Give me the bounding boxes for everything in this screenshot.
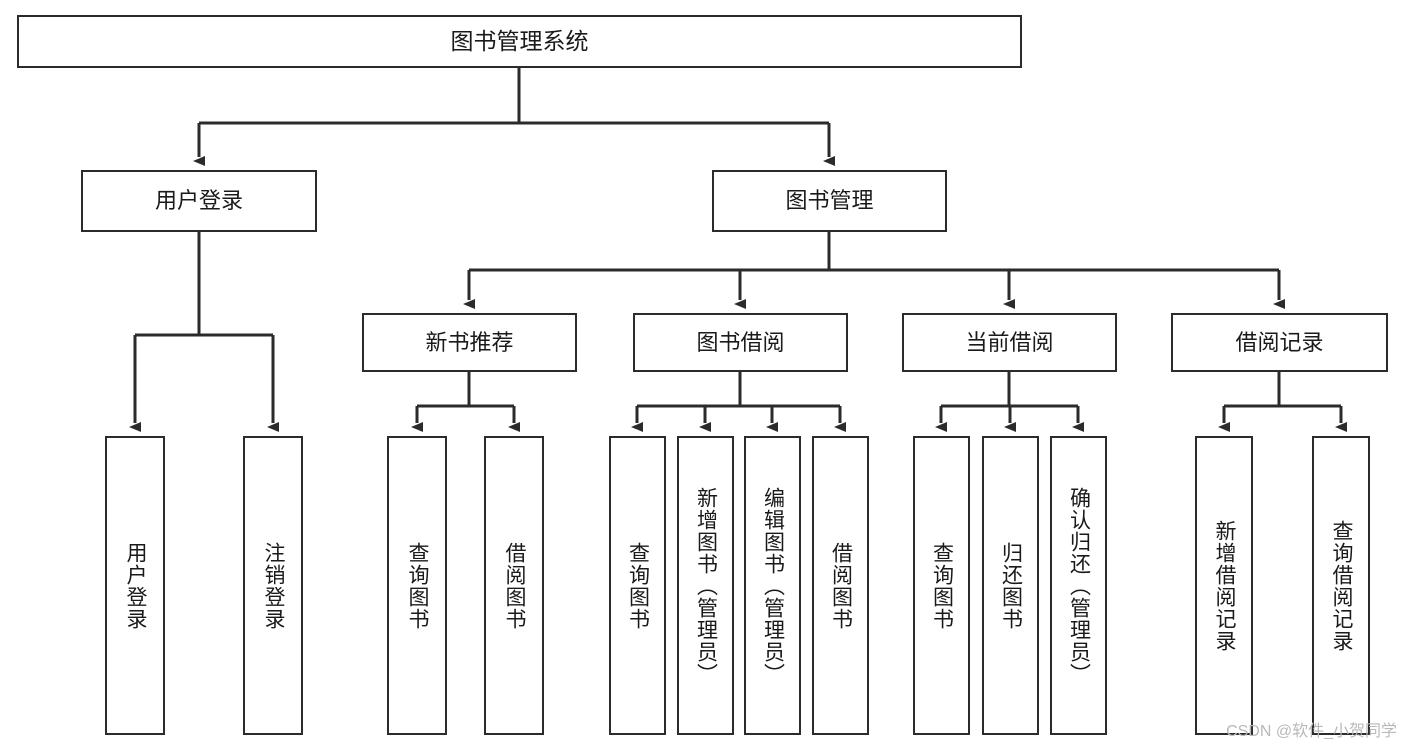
- node-leaf-查询图书-8[interactable]: 查询图书: [913, 436, 970, 735]
- node-leaf-新增图书管理员-5[interactable]: 新增图书（管理员）: [677, 436, 734, 735]
- node-label: 查询借阅记录: [1330, 519, 1354, 652]
- node-label: 用户登录: [124, 541, 148, 630]
- node-label: 查询图书: [930, 541, 954, 630]
- node-level3-借阅记录-3[interactable]: 借阅记录: [1171, 313, 1388, 372]
- node-label: 图书管理系统: [450, 27, 589, 54]
- node-leaf-用户登录-0[interactable]: 用户登录: [105, 436, 165, 735]
- node-leaf-编辑图书管理员-6[interactable]: 编辑图书（管理员）: [744, 436, 801, 735]
- node-level3-新书推荐-0[interactable]: 新书推荐: [362, 313, 577, 372]
- node-leaf-借阅图书-3[interactable]: 借阅图书: [484, 436, 544, 735]
- node-label: 确认归还（管理员）: [1067, 486, 1091, 685]
- node-label: 图书借阅: [696, 329, 785, 355]
- node-leaf-查询借阅记录-12[interactable]: 查询借阅记录: [1312, 436, 1370, 735]
- node-label: 借阅记录: [1235, 329, 1324, 355]
- node-label: 用户登录: [154, 188, 243, 214]
- node-label: 新书推荐: [425, 329, 514, 355]
- node-root-图书管理系统[interactable]: 图书管理系统: [17, 15, 1022, 68]
- node-label: 查询图书: [406, 541, 430, 630]
- node-label: 新增图书（管理员）: [694, 486, 718, 685]
- node-leaf-查询图书-4[interactable]: 查询图书: [609, 436, 666, 735]
- node-label: 借阅图书: [503, 541, 527, 630]
- node-leaf-借阅图书-7[interactable]: 借阅图书: [812, 436, 869, 735]
- node-level2-用户登录-0[interactable]: 用户登录: [81, 170, 317, 232]
- node-level3-当前借阅-2[interactable]: 当前借阅: [902, 313, 1117, 372]
- node-level3-图书借阅-1[interactable]: 图书借阅: [633, 313, 848, 372]
- node-label: 新增借阅记录: [1213, 519, 1237, 652]
- node-label: 查询图书: [626, 541, 650, 630]
- node-label: 注销登录: [262, 541, 286, 630]
- node-label: 图书管理: [785, 188, 874, 214]
- node-leaf-确认归还管理员-10[interactable]: 确认归还（管理员）: [1050, 436, 1107, 735]
- node-leaf-查询图书-2[interactable]: 查询图书: [387, 436, 447, 735]
- node-label: 编辑图书（管理员）: [761, 486, 785, 685]
- node-label: 归还图书: [999, 541, 1023, 630]
- node-level2-图书管理-1[interactable]: 图书管理: [712, 170, 947, 232]
- node-label: 借阅图书: [829, 541, 853, 630]
- node-leaf-新增借阅记录-11[interactable]: 新增借阅记录: [1195, 436, 1253, 735]
- node-leaf-归还图书-9[interactable]: 归还图书: [982, 436, 1039, 735]
- node-label: 当前借阅: [965, 329, 1054, 355]
- node-leaf-注销登录-1[interactable]: 注销登录: [243, 436, 303, 735]
